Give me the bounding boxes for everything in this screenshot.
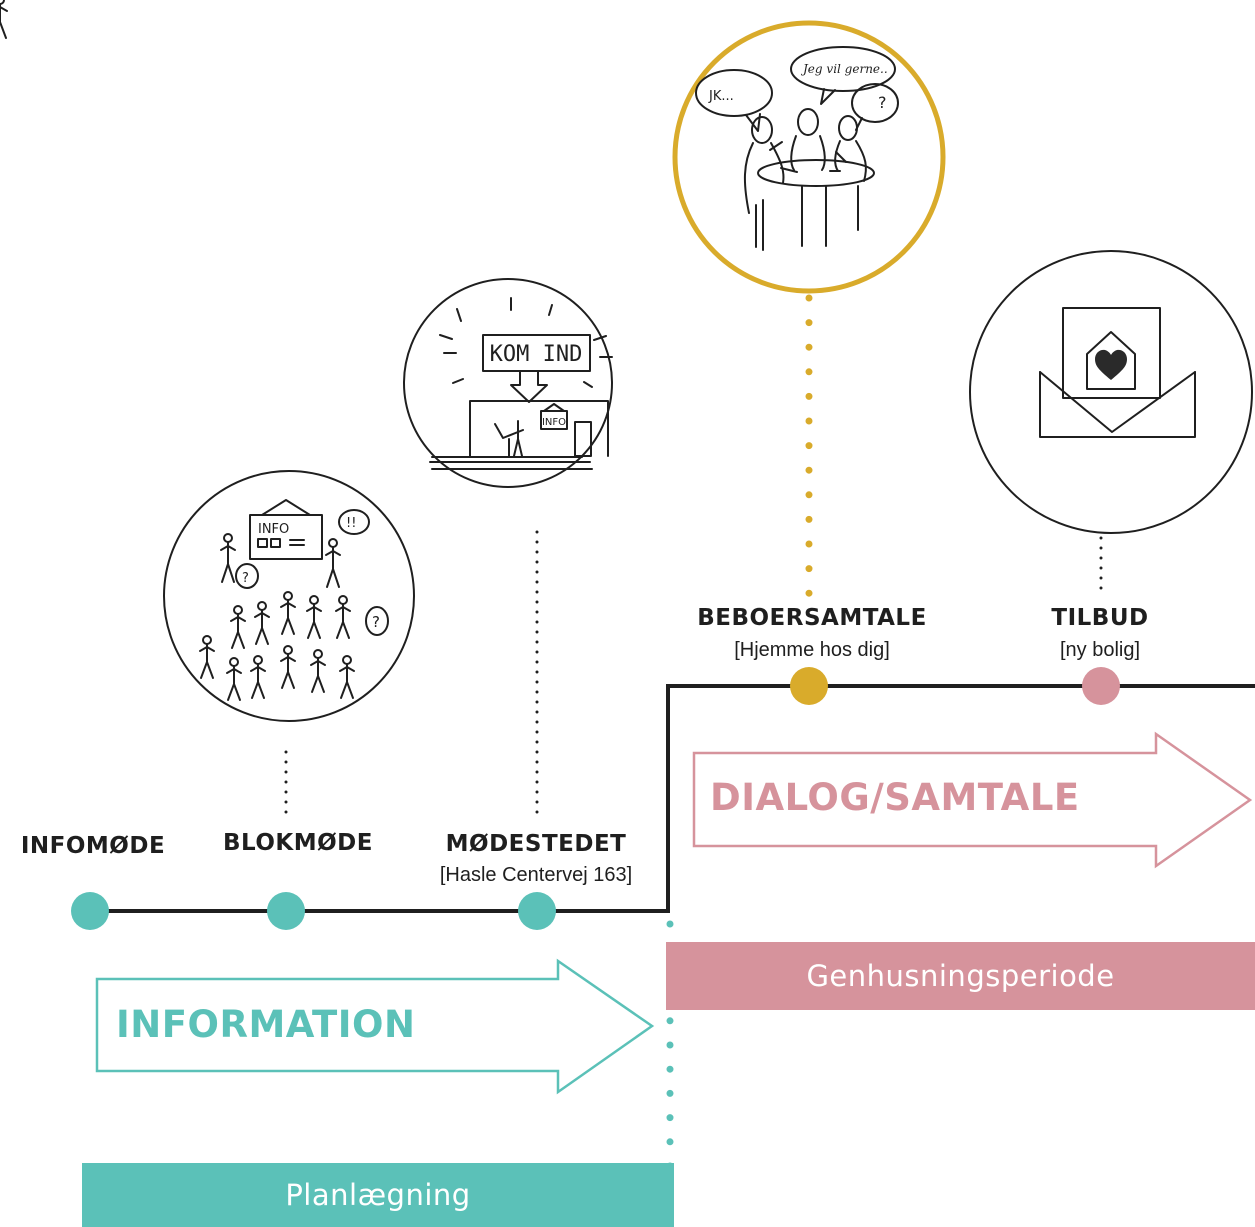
sketch-bubble-q-text: ?: [878, 93, 887, 112]
sketch-kom-ind-text: KOM IND: [490, 342, 583, 367]
connectors: [284, 294, 1103, 1170]
sketch-question-text-1: ?: [242, 571, 249, 586]
marker-blokmode: [267, 892, 305, 930]
envelope-house-heart-illustration: [969, 250, 1253, 534]
marker-infomode: [71, 892, 109, 930]
stage-subtitle-modestedet: [Hasle Centervej 163]: [439, 864, 633, 886]
sketch-question-text-2: ?: [372, 613, 380, 631]
sketch-exclaim-text: !!: [346, 516, 356, 531]
stage-title-blokmode: BLOKMØDE: [223, 830, 373, 856]
marker-tilbud: [1082, 667, 1120, 705]
stage-subtitle-tilbud: [ny bolig]: [1059, 639, 1141, 661]
dialog-arrow-label: DIALOG/SAMTALE: [710, 776, 1080, 819]
kom-ind-building-illustration: KOM IND INFO: [403, 278, 613, 488]
crowd-info-board-illustration: INFO !! ? ?: [0, 0, 415, 722]
marker-beboersamtale: [790, 667, 828, 705]
rehousing-period-bar: Genhusningsperiode: [666, 942, 1255, 1010]
conversation-table-illustration: JK... Jeg vil gerne.. ?: [672, 20, 946, 294]
sketch-bubble-jk-text: JK...: [708, 89, 734, 104]
markers: [71, 667, 1120, 930]
dialog-arrow: [692, 731, 1253, 869]
stage-title-tilbud: TILBUD: [1051, 605, 1149, 631]
planning-period-label: Planlægning: [285, 1178, 471, 1212]
stage-title-beboersamtale: BEBOERSAMTALE: [697, 605, 927, 631]
information-arrow-label: INFORMATION: [116, 1003, 416, 1046]
planning-period-bar: Planlægning: [82, 1163, 674, 1227]
information-arrow: [95, 958, 655, 1095]
marker-modestedet: [518, 892, 556, 930]
stage-title-modestedet: MØDESTEDET: [445, 831, 627, 857]
sketch-bubble-jeg-text: Jeg vil gerne..: [800, 62, 888, 76]
sketch-info-board-text: INFO: [258, 522, 289, 537]
rehousing-period-label: Genhusningsperiode: [806, 959, 1115, 993]
sketch-info-sign-text: INFO: [542, 417, 566, 428]
timeline: [90, 684, 1255, 913]
stage-title-infomode: INFOMØDE: [20, 833, 166, 859]
stage-subtitle-beboersamtale: [Hjemme hos dig]: [734, 639, 890, 661]
heart-icon: [1095, 349, 1127, 380]
